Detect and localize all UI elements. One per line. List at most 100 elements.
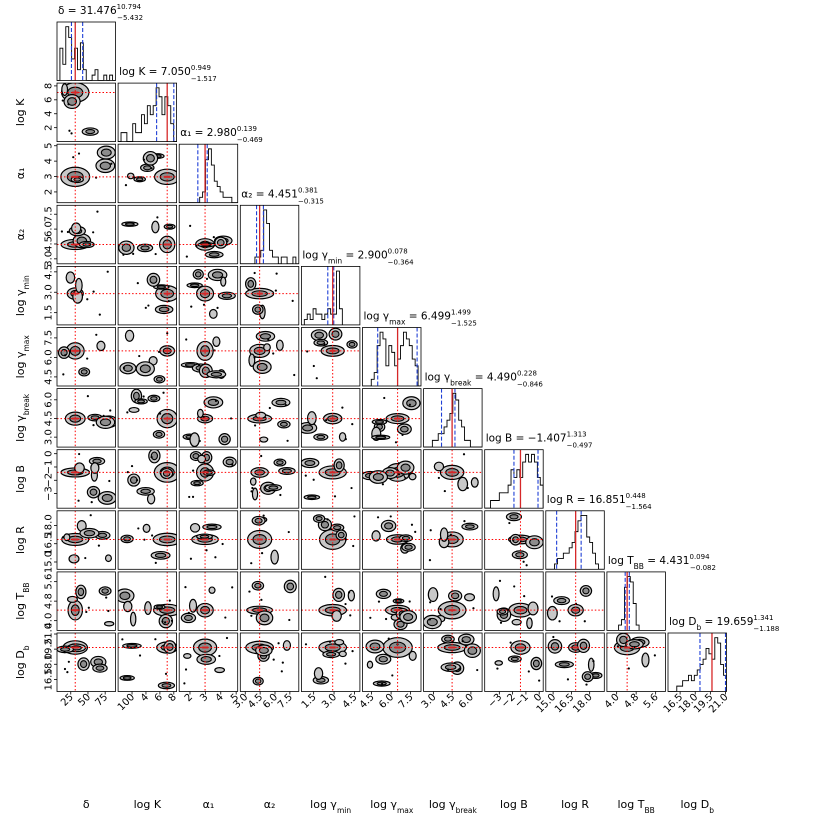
y-tick-label-logGmax: 6.0 xyxy=(44,349,55,365)
contour-inner xyxy=(509,514,519,520)
contour-outer xyxy=(255,411,267,419)
contour-outer xyxy=(408,472,417,481)
panel-frame xyxy=(239,632,300,692)
sample-point xyxy=(324,575,327,578)
x-axis-label-logB: log B xyxy=(500,798,528,811)
panel-frame xyxy=(178,632,239,692)
contour-panel-logGmax-vs-alpha1 xyxy=(178,327,239,387)
sample-point xyxy=(404,477,407,480)
contour-panel-logTBB-vs-delta xyxy=(56,571,116,631)
histogram-logGmax xyxy=(362,331,421,386)
sample-point xyxy=(86,298,89,301)
contour-panel-logGmin-vs-logK xyxy=(117,265,177,326)
sample-point xyxy=(137,527,140,530)
sample-point xyxy=(183,682,186,685)
contour-inner xyxy=(99,418,112,427)
x-axis-label-logTBB: log TBB xyxy=(618,798,655,815)
sample-point xyxy=(92,424,95,427)
panel-frame xyxy=(239,449,300,509)
histogram-logTBB xyxy=(606,576,666,631)
contour-outer xyxy=(526,617,533,630)
x-tick-label-logK: 6 xyxy=(153,692,165,704)
y-axis-label-logR: log R xyxy=(14,526,27,554)
contour-outer xyxy=(96,340,106,352)
contour-panel-logGbreak-vs-logGmax xyxy=(362,388,422,448)
y-tick-label-logK: 8 xyxy=(44,83,55,89)
sample-point xyxy=(164,672,168,675)
contour-inner xyxy=(558,662,570,667)
sample-point xyxy=(86,395,89,398)
panel-frame xyxy=(362,632,422,692)
contour-inner xyxy=(101,588,109,594)
panel-frame xyxy=(362,510,422,570)
contour-inner xyxy=(374,419,384,424)
y-tick-label-logGbreak: 3.0 xyxy=(44,429,55,445)
sample-point xyxy=(391,674,394,677)
title-err-down-logDb: −1.188 xyxy=(753,625,779,633)
sample-point xyxy=(192,469,195,472)
sample-point xyxy=(274,289,277,292)
panel-frame xyxy=(117,265,177,326)
sample-point xyxy=(328,640,332,643)
panel-frame xyxy=(484,632,544,692)
contour-inner xyxy=(302,424,314,432)
contour-outer xyxy=(511,618,522,626)
panel-frame xyxy=(56,82,116,142)
sample-point xyxy=(248,590,251,593)
contour-inner xyxy=(258,646,269,654)
contour-inner xyxy=(467,646,478,655)
contour-outer xyxy=(74,462,85,474)
contour-outer xyxy=(103,620,115,627)
contour-inner xyxy=(150,451,159,461)
sample-point xyxy=(108,479,111,483)
sample-point xyxy=(344,538,348,541)
sample-point xyxy=(466,486,469,490)
sample-point xyxy=(197,363,201,366)
panel-frame xyxy=(423,571,483,631)
contour-panel-logGbreak-vs-alpha2 xyxy=(239,388,300,448)
contour-inner xyxy=(119,591,131,601)
contour-outer xyxy=(183,653,192,659)
contour-outer xyxy=(129,611,137,627)
sample-point xyxy=(498,579,502,582)
sample-point xyxy=(522,560,525,563)
x-tick-label-logGbreak: 4.5 xyxy=(438,692,457,711)
sample-point xyxy=(126,471,129,474)
contour-panel-logDb-vs-logR xyxy=(545,632,605,692)
contour-inner xyxy=(207,398,220,406)
title-logTBB: log TBB = 4.4310.094 xyxy=(608,553,710,571)
contour-panel-logDb-vs-logGbreak xyxy=(423,632,483,692)
sample-point xyxy=(166,332,169,335)
sample-point xyxy=(122,366,125,370)
contour-inner xyxy=(80,369,88,375)
contour-inner xyxy=(584,673,592,680)
contour-inner xyxy=(154,552,167,559)
panel-frame xyxy=(300,632,361,692)
panel-frame xyxy=(56,204,116,265)
x-tick-label-logGmax: 6.0 xyxy=(377,692,396,711)
contour-panel-logR-vs-delta xyxy=(56,510,116,570)
hist-panel-logK: log K = 7.0500.949−1.517 xyxy=(117,64,217,142)
panel-frame xyxy=(178,388,239,448)
sample-point xyxy=(260,598,263,601)
contour-inner xyxy=(369,642,381,651)
contour-panel-logR-vs-logGbreak xyxy=(423,510,483,570)
sample-point xyxy=(476,668,479,672)
panel-frame xyxy=(300,265,361,326)
contour-inner xyxy=(135,177,144,182)
contour-inner xyxy=(384,522,394,530)
sample-point xyxy=(550,595,554,598)
sample-point xyxy=(349,614,352,617)
contour-inner xyxy=(464,524,475,529)
sample-point xyxy=(198,439,201,443)
contour-outer xyxy=(366,660,374,669)
y-tick-label-logR: 16.5 xyxy=(44,533,55,555)
contour-outer xyxy=(196,408,204,419)
sample-point xyxy=(260,552,264,555)
panel-frame xyxy=(606,571,666,631)
contour-outer xyxy=(70,222,82,235)
panel-frame xyxy=(239,510,300,570)
sample-point xyxy=(253,271,256,275)
sample-point xyxy=(85,610,88,614)
sample-point xyxy=(627,667,630,670)
